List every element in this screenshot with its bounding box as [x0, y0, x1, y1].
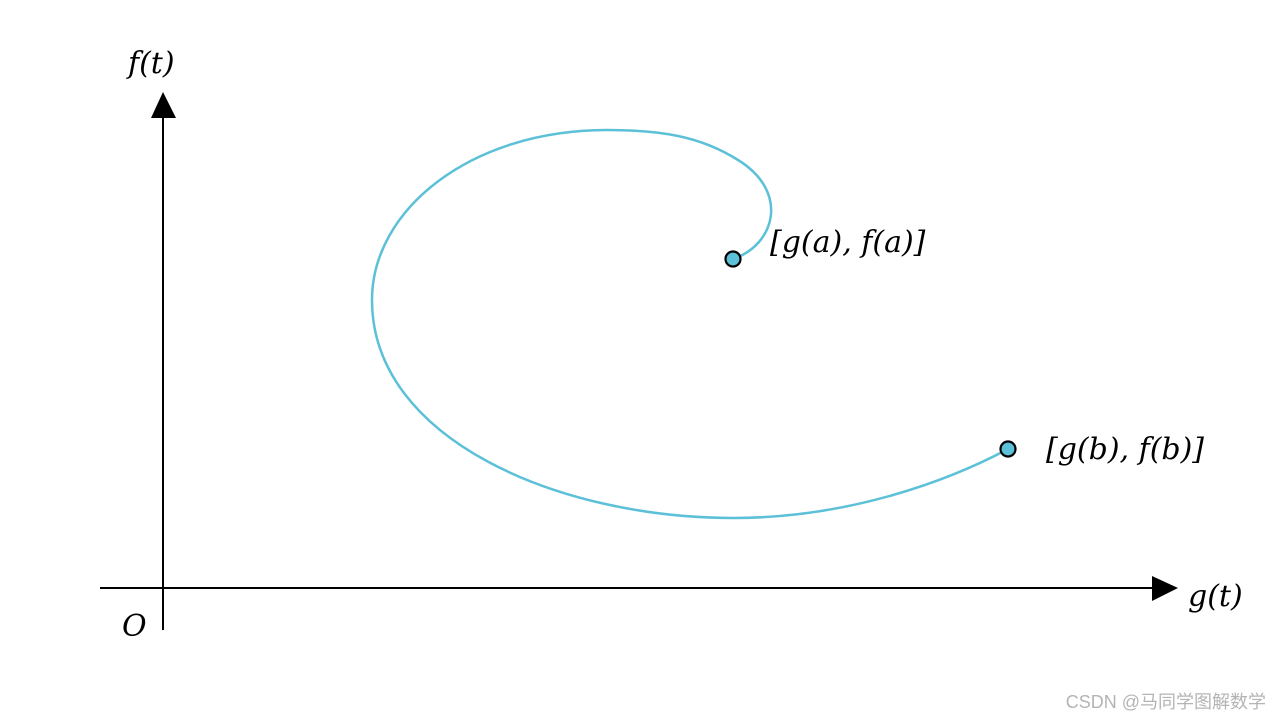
end-point-label: [g(b), f(b)]: [1046, 432, 1204, 467]
x-axis-label: g(t): [1188, 579, 1243, 614]
end-point-marker: [999, 440, 1017, 458]
origin-label: O: [122, 609, 147, 644]
watermark-text: CSDN @马同学图解数学: [1065, 692, 1266, 712]
y-axis-arrowhead: [151, 92, 176, 118]
parametric-curve: [370, 128, 1010, 520]
start-point-label: [g(a), f(a)]: [770, 225, 926, 260]
x-axis-arrowhead: [1152, 576, 1178, 601]
start-point-marker: [724, 250, 742, 268]
y-axis-label: f(t): [126, 46, 175, 81]
